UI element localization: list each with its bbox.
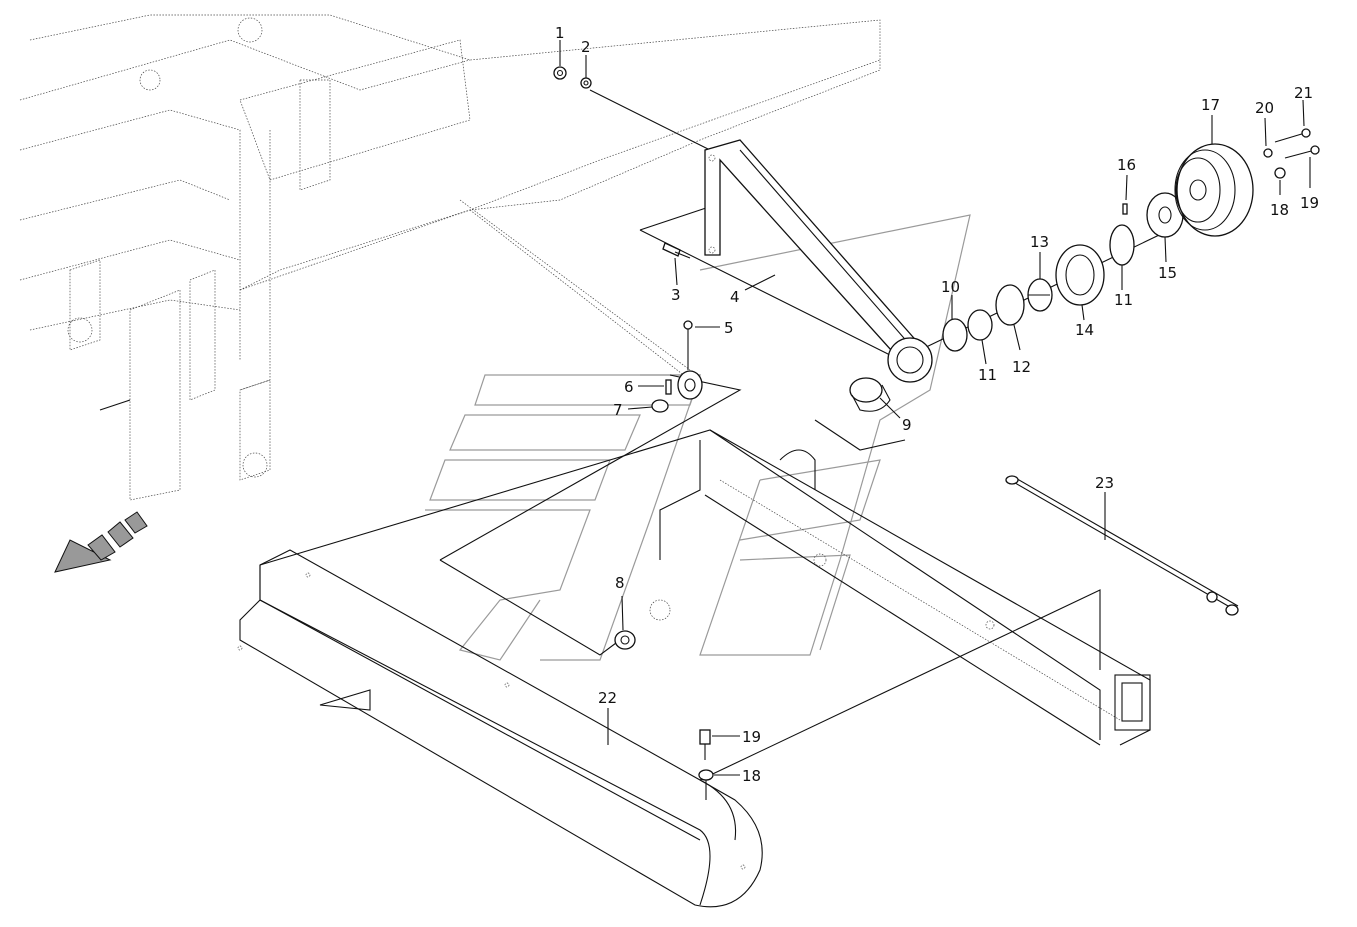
callout-21: 21: [1294, 84, 1313, 102]
bushing-13: [1027, 278, 1053, 312]
callout-6: 6: [624, 378, 634, 396]
direction-arrow: [54, 511, 148, 573]
pulley-17: [1174, 143, 1254, 237]
callout-14: 14: [1075, 321, 1094, 339]
callout-8: 8: [615, 574, 625, 592]
callout-5: 5: [724, 319, 734, 337]
callout-9: 9: [902, 416, 912, 434]
washer-8: [614, 630, 636, 650]
washer-18a: [1274, 167, 1286, 179]
callouts: 1 2 3 4 5 6 7 8 9 10 11 11 12 13 14 15 1: [555, 24, 1319, 785]
machine-frame: [19, 14, 881, 501]
callout-3: 3: [671, 286, 681, 304]
guard-cover: [237, 549, 763, 908]
assembly-leader-lines: [439, 89, 1181, 781]
main-boom: [259, 429, 1151, 746]
callout-11a: 11: [978, 366, 997, 384]
callout-1: 1: [555, 24, 565, 42]
washer-20: [1263, 148, 1273, 158]
callout-19a: 19: [1300, 194, 1319, 212]
bushing-9: [849, 377, 891, 412]
washer-2: [580, 77, 592, 89]
callout-7: 7: [613, 401, 623, 419]
bolt-3: [662, 242, 691, 259]
o-ring-7: [651, 399, 669, 413]
bearing-14: [1055, 244, 1105, 306]
callout-19b: 19: [742, 728, 761, 746]
callout-23: 23: [1095, 474, 1114, 492]
bolt-19a: [1284, 145, 1320, 159]
callout-20: 20: [1255, 99, 1274, 117]
callout-4: 4: [730, 288, 740, 306]
callout-17: 17: [1201, 96, 1220, 114]
callout-15: 15: [1158, 264, 1177, 282]
rod-23: [1005, 475, 1239, 616]
ring-10: [942, 318, 968, 352]
callout-13: 13: [1030, 233, 1049, 251]
watermark-logo: [425, 214, 971, 661]
nut-1: [553, 66, 567, 80]
ring-12: [995, 284, 1025, 326]
key-16: [1122, 203, 1128, 215]
bolt-19b: [699, 729, 711, 760]
callout-12: 12: [1012, 358, 1031, 376]
pin-6: [665, 379, 672, 395]
bolt-21: [1274, 128, 1311, 143]
callout-22: 22: [598, 689, 617, 707]
circlip-11b: [1109, 224, 1135, 266]
callout-2: 2: [581, 38, 591, 56]
callout-18a: 18: [1270, 201, 1289, 219]
grease-nipple-5: [683, 320, 693, 370]
callout-16: 16: [1117, 156, 1136, 174]
callout-10: 10: [941, 278, 960, 296]
callout-11b: 11: [1114, 291, 1133, 309]
callout-18b: 18: [742, 767, 761, 785]
washer-18b: [698, 769, 714, 800]
circlip-11a: [967, 309, 993, 341]
bearing-housing: [677, 370, 703, 400]
tension-arm: [704, 139, 933, 383]
